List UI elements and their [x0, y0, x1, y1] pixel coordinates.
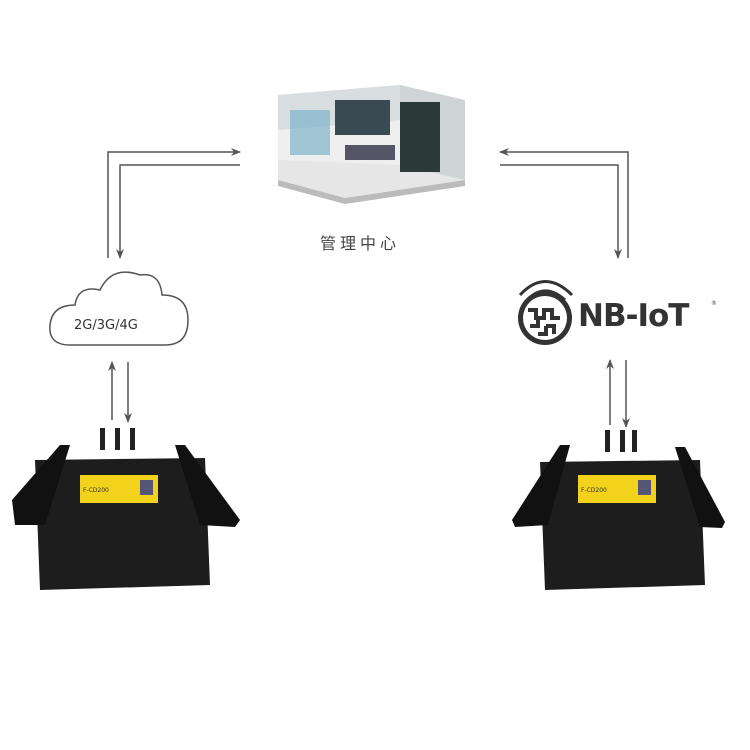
- nbiot-trademark: ®: [711, 300, 717, 307]
- device-right-model: F-CD200: [581, 487, 607, 494]
- nbiot-globe-icon: [518, 280, 574, 345]
- device-right: [512, 430, 725, 590]
- arrow-center-to-nbiot: [499, 148, 629, 259]
- device-left-model: F-CD200: [83, 487, 109, 494]
- arrow-center-to-cloud: [107, 148, 241, 259]
- device-left: [12, 428, 240, 590]
- cellular-network-label: 2G/3G/4G: [74, 318, 138, 333]
- nbiot-label: NB-IoT: [578, 298, 689, 334]
- cloud-icon: [49, 271, 189, 346]
- control-room-illustration: [278, 85, 465, 204]
- management-center-label: 管理中心: [320, 234, 401, 253]
